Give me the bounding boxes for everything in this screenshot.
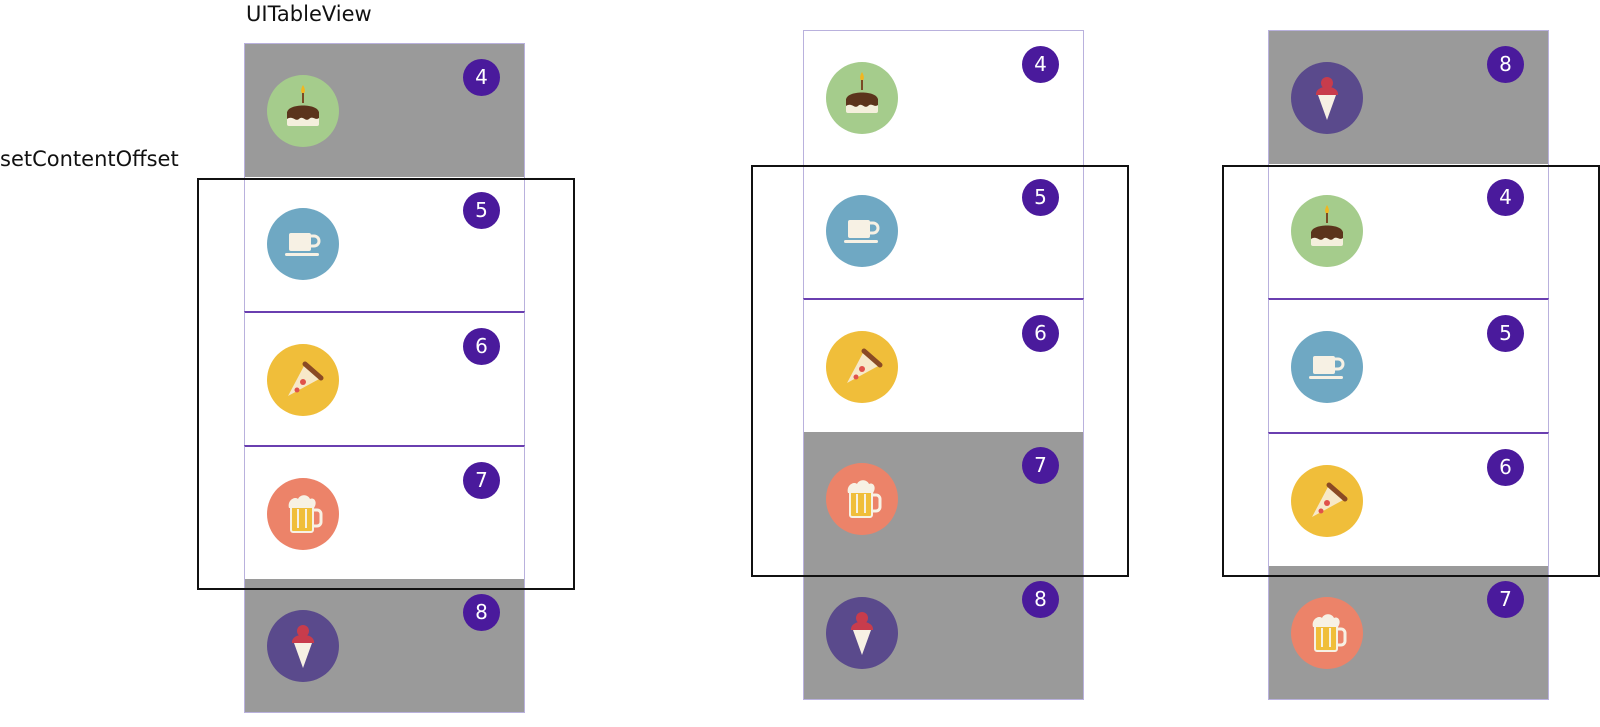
beer-icon (1291, 597, 1363, 669)
cell-number-badge: 8 (463, 594, 500, 631)
table-row: 5 (1268, 298, 1549, 432)
cell-number-badge: 7 (1487, 581, 1524, 618)
cell-number-badge: 8 (1022, 581, 1059, 618)
uitableview-label: UITableView (246, 2, 372, 26)
table-row: 6 (803, 298, 1084, 432)
cell-number-badge: 7 (463, 462, 500, 499)
cell-number-badge: 8 (1487, 46, 1524, 83)
table-row: 7 (803, 432, 1084, 566)
cell-number-badge: 6 (463, 328, 500, 365)
table-row: 8 (803, 566, 1084, 700)
cell-number-badge: 6 (1022, 315, 1059, 352)
table-row: 4 (244, 43, 525, 177)
cake-icon (826, 62, 898, 134)
cell-number-badge: 7 (1022, 447, 1059, 484)
ice-cream-icon (1291, 62, 1363, 134)
set-content-offset-label: setContentOffset (0, 147, 179, 171)
table-row: 5 (244, 177, 525, 311)
table-row: 4 (1268, 164, 1549, 298)
cell-number-badge: 4 (1022, 46, 1059, 83)
visible-viewport-frame (1222, 165, 1600, 577)
ice-cream-icon (826, 597, 898, 669)
cake-icon (267, 75, 339, 147)
cell-number-badge: 5 (1487, 315, 1524, 352)
visible-viewport-frame (197, 178, 575, 590)
cell-number-badge: 4 (463, 59, 500, 96)
table-row: 5 (803, 164, 1084, 298)
table-row: 7 (1268, 566, 1549, 700)
table-row: 8 (1268, 30, 1549, 164)
table-row: 4 (803, 30, 1084, 164)
visible-viewport-frame (751, 165, 1129, 577)
table-row: 7 (244, 445, 525, 579)
cell-number-badge: 6 (1487, 449, 1524, 486)
ice-cream-icon (267, 610, 339, 682)
table-row: 8 (244, 579, 525, 713)
cell-number-badge: 4 (1487, 179, 1524, 216)
table-row: 6 (1268, 432, 1549, 566)
table-row: 6 (244, 311, 525, 445)
cell-number-badge: 5 (1022, 179, 1059, 216)
cell-number-badge: 5 (463, 192, 500, 229)
